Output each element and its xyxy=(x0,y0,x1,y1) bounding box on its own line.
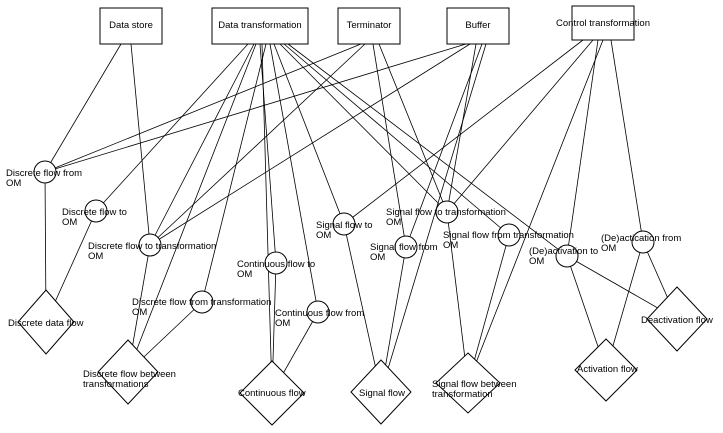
box-label: Terminator xyxy=(347,20,392,31)
edge-c9-d5 xyxy=(446,211,469,384)
edge-terminator-c1 xyxy=(44,43,362,173)
edge-c10-d5 xyxy=(467,234,510,384)
box-label: Data transformation xyxy=(218,20,301,31)
edge-data_transformation-c6 xyxy=(269,43,319,313)
diamond-label: Signal flow xyxy=(359,388,405,399)
edge-control_transformation-c9 xyxy=(446,39,594,213)
edge-data_transformation-c3 xyxy=(149,43,255,246)
diamond-d7: Deactivation flow xyxy=(641,286,713,352)
diamond-d1: Discrete data flow xyxy=(8,289,84,355)
edge-data_store-c3 xyxy=(130,43,151,246)
edge-data_store-c1 xyxy=(44,43,122,173)
edge-control_transformation-c12 xyxy=(610,39,644,243)
diamond-label: Discrete data flow xyxy=(8,318,84,329)
edge-data_transformation-c7 xyxy=(273,43,345,225)
edge-terminator-c9 xyxy=(378,43,448,213)
edge-control_transformation-d5 xyxy=(467,39,604,384)
edge-control_transformation-c11 xyxy=(566,39,599,257)
nodes: Data store Data transformation Terminator B… xyxy=(6,5,713,426)
box-data-store: Data store xyxy=(99,7,163,45)
edge-control_transformation-c7 xyxy=(343,39,584,225)
box-control-transformation: Control transformation xyxy=(556,5,650,41)
edge-data_transformation-d2 xyxy=(127,43,257,373)
diamond-d4: Signal flow xyxy=(350,359,412,425)
edges xyxy=(44,39,678,394)
box-terminator: Terminator xyxy=(337,7,401,45)
diamond-label: Activation flow xyxy=(577,364,638,375)
edge-data_transformation-c9 xyxy=(279,43,448,213)
edge-terminator-c3 xyxy=(149,43,366,246)
edge-c7-d4 xyxy=(343,223,382,393)
edge-data_transformation-c2 xyxy=(95,43,249,212)
box-data-transformation: Data transformation xyxy=(211,7,309,45)
diamond-label: Deactivation flow xyxy=(641,315,713,326)
edge-data_transformation-d3 xyxy=(261,43,273,394)
diamond-d3: Continuous flow xyxy=(238,360,306,426)
edge-terminator-c8 xyxy=(372,43,407,248)
edge-buffer-c8 xyxy=(405,43,483,248)
box-label: Buffer xyxy=(465,20,490,31)
edge-buffer-c3 xyxy=(149,43,471,246)
box-label: Control transformation xyxy=(556,18,650,29)
diamond-label: Continuous flow xyxy=(238,388,306,399)
box-buffer: Buffer xyxy=(446,7,510,45)
edge-data_transformation-c4 xyxy=(259,43,277,264)
edge-data_transformation-c11 xyxy=(287,43,568,257)
diamond-d6: Activation flow xyxy=(574,338,638,402)
edge-data_transformation-c10 xyxy=(283,43,510,236)
edge-buffer-c9 xyxy=(446,43,477,213)
edge-buffer-c1 xyxy=(44,43,467,173)
box-label: Data store xyxy=(109,20,153,31)
edge-buffer-d4 xyxy=(380,43,487,393)
